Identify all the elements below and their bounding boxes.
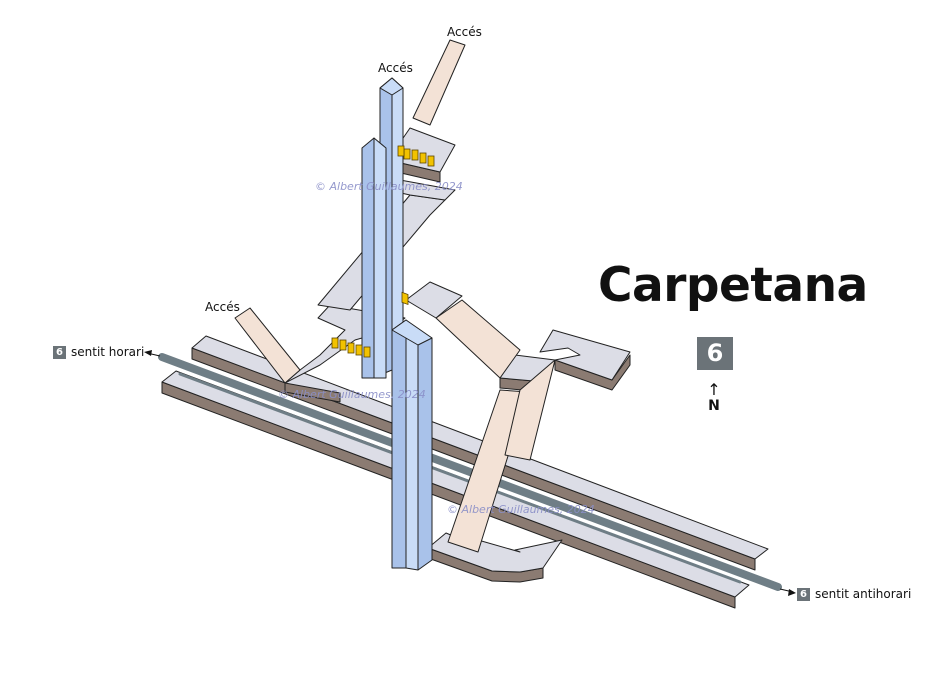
access-corridor-left [234, 307, 301, 384]
access-label-upper: Accés [378, 61, 413, 75]
arrow-left [144, 350, 161, 357]
north-label: N [708, 398, 720, 414]
direction-clockwise: 6 sentit horari [53, 345, 144, 359]
watermark: © Albert Guillaumes, 2024 [315, 180, 463, 193]
access-label-left: Accés [205, 300, 240, 314]
arrow-right [779, 588, 796, 596]
upper-link-hall [405, 281, 463, 319]
turnstiles-upper [397, 145, 435, 306]
north-arrow-icon: ↑ [707, 380, 721, 399]
watermark: © Albert Guillaumes, 2024 [447, 503, 595, 516]
station-title: Carpetana [598, 258, 868, 313]
direction-counterclockwise: 6 sentit antihorari [797, 587, 911, 601]
elevator-shaft-upper [361, 77, 404, 379]
platform-south [161, 370, 750, 609]
corridor-upper-right [435, 299, 521, 379]
access-label-top: Accés [447, 25, 482, 39]
line-badge-mini: 6 [53, 345, 66, 359]
watermark: © Albert Guillaumes, 2024 [278, 388, 426, 401]
line-badge: 6 [697, 337, 733, 370]
north-indicator: ↑ N [704, 380, 724, 415]
turnstiles-lower [331, 337, 371, 358]
line-badge-mini: 6 [797, 587, 810, 601]
elevator-shaft-lower [391, 319, 433, 571]
track-line-6 [158, 353, 782, 591]
direction-label: sentit antihorari [815, 587, 912, 601]
access-corridor-top [412, 39, 466, 126]
direction-label: sentit horari [71, 345, 145, 359]
mid-hall-right [499, 354, 556, 461]
right-hook-hall [539, 329, 631, 391]
